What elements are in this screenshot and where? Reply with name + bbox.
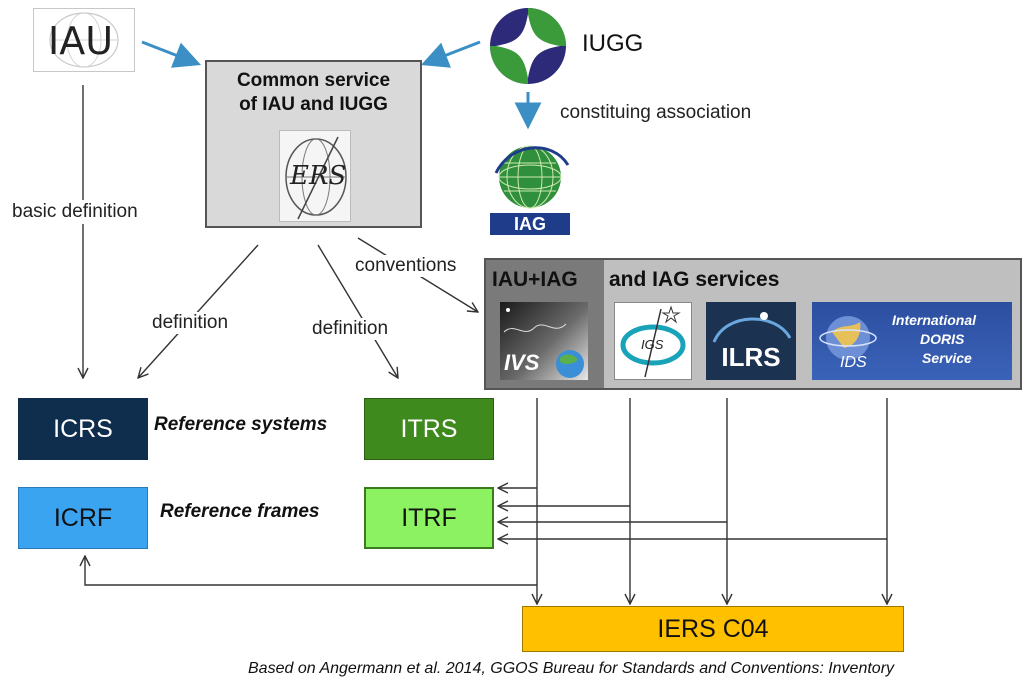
definition-left-label: definition <box>150 312 231 334</box>
iau-globe-icon <box>49 12 119 68</box>
ivs-globe-icon <box>503 308 584 378</box>
reference-frames-label: Reference frames <box>160 501 320 522</box>
reference-systems-label: Reference systems <box>154 414 328 435</box>
iers-logo: ERS <box>279 130 351 222</box>
services-title: and IAG services <box>609 268 780 291</box>
definition-right-arrow <box>317 244 398 378</box>
iers-logo-text: ERS <box>290 161 347 191</box>
services-box: IAU+IAG and IAG services IVS IGS <box>484 258 1022 390</box>
iag-logo-text: IAG <box>513 214 546 234</box>
conventions-label: conventions <box>353 255 459 277</box>
iau-to-common-arrow <box>141 40 202 68</box>
igs-logo-text: IGS <box>641 337 664 352</box>
common-service-title-line1: Common service <box>236 70 391 91</box>
iau-logo-text: IAU <box>48 19 114 63</box>
ids-line3: Service <box>922 350 972 366</box>
icrs-box: ICRS <box>18 398 148 460</box>
iugg-emblem-icon <box>490 8 566 84</box>
ilrs-logo-text: ILRS <box>721 342 781 372</box>
iers-c04-box: IERS C04 <box>522 606 904 652</box>
definition-right-label: definition <box>310 318 391 340</box>
ilrs-orbit-icon <box>712 312 792 343</box>
ids-line2: DORIS <box>920 331 965 347</box>
iugg-label: IUGG <box>582 30 644 57</box>
igs-logo: IGS <box>614 302 692 380</box>
caption: Based on Angermann et al. 2014, GGOS Bur… <box>248 660 895 677</box>
services-prefix: IAU+IAG <box>492 268 578 291</box>
c04-to-icrf-arrow <box>85 556 537 586</box>
itrs-box: ITRS <box>364 398 494 460</box>
ivs-logo-text: IVS <box>504 350 540 375</box>
common-service-title-line2: of IAU and IUGG <box>239 94 388 115</box>
ilrs-logo: ILRS <box>706 302 796 380</box>
ids-abbr: IDS <box>840 354 867 371</box>
iers-globe-icon <box>285 136 347 220</box>
iag-logo: IAG <box>490 143 570 235</box>
ids-globe-icon <box>819 316 877 360</box>
definition-left-arrow <box>138 244 259 378</box>
basic-definition-label: basic definition <box>10 200 140 224</box>
itrf-box: ITRF <box>364 487 494 549</box>
iugg-to-common-arrow <box>420 40 481 68</box>
ids-line1: International <box>892 312 977 328</box>
constituting-label: constituing association <box>560 102 752 123</box>
ivs-logo: IVS <box>500 302 588 380</box>
igs-orbit-icon <box>620 305 686 378</box>
iag-globe-icon <box>490 145 570 235</box>
iau-logo: IAU <box>33 8 135 72</box>
common-service-box: Common service of IAU and IUGG ERS <box>205 60 422 228</box>
ids-logo: International DORIS Service IDS <box>812 302 1012 380</box>
icrf-box: ICRF <box>18 487 148 549</box>
